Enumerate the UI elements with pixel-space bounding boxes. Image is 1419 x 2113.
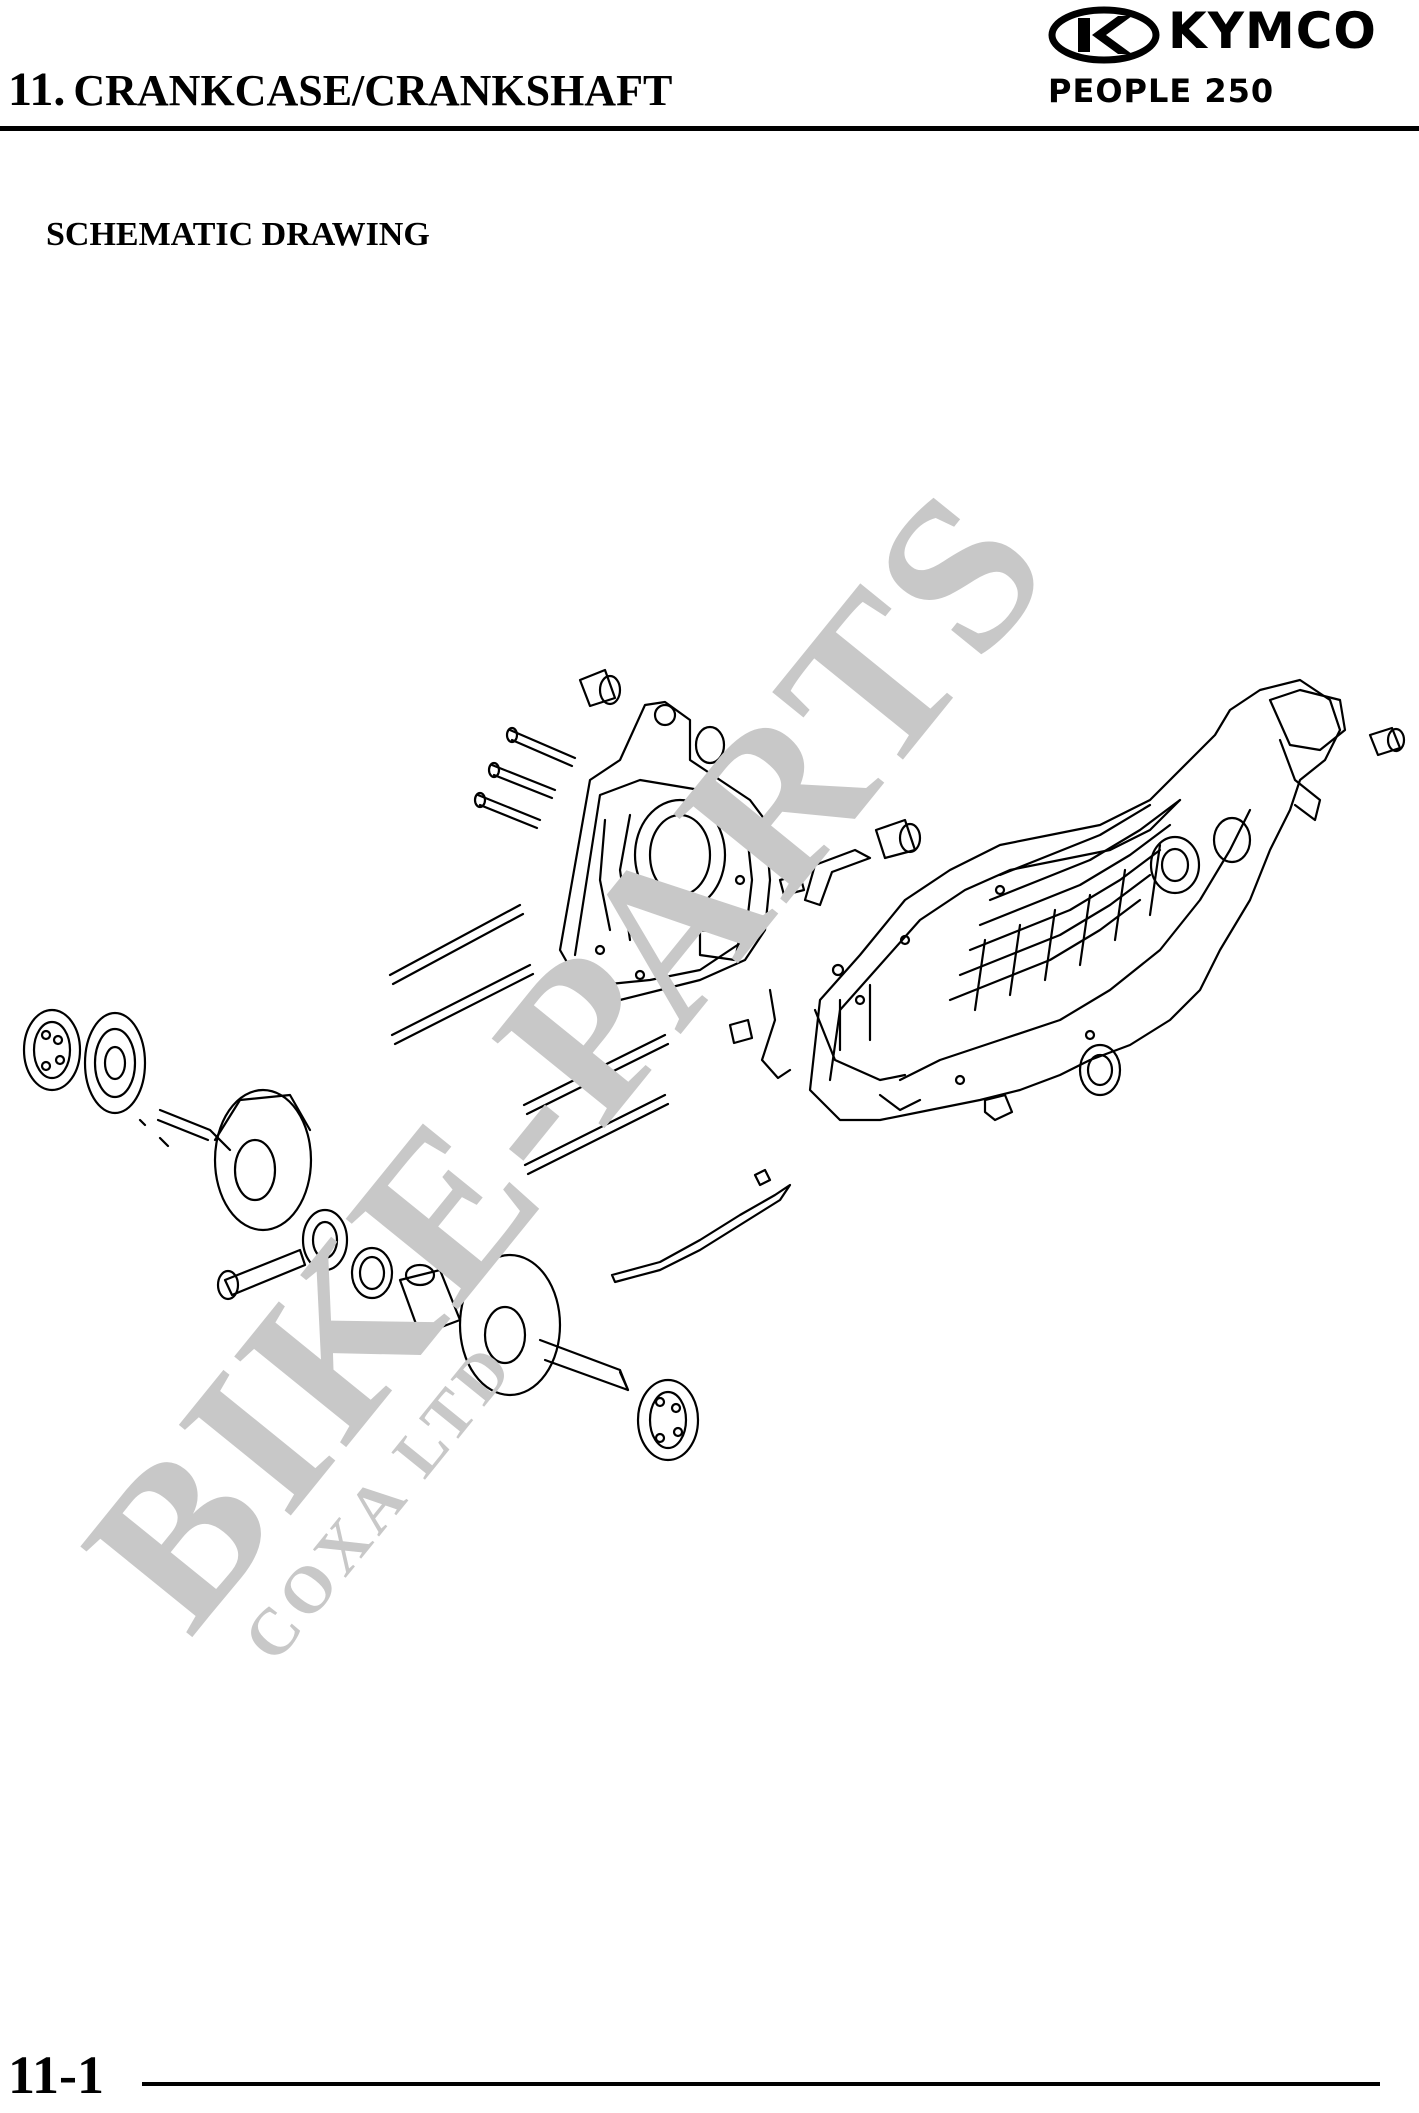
oil-seal-left	[83, 1011, 147, 1115]
right-crankcase-half	[808, 678, 1347, 1122]
section-heading: SCHEMATIC DRAWING	[46, 216, 430, 253]
oil-seal-right	[1078, 1043, 1122, 1097]
chapter-heading: 11.CRANKCASE/CRANKSHAFT	[8, 62, 672, 117]
chapter-title: CRANKCASE/CRANKSHAFT	[73, 66, 673, 115]
crank-web-left	[156, 1088, 313, 1232]
chapter-number: 11.	[8, 63, 66, 116]
short-bolts	[473, 726, 577, 830]
bushing-top-left	[578, 668, 622, 708]
long-studs	[388, 903, 670, 1176]
tensioner-slider	[610, 1183, 792, 1284]
bearing-right	[636, 1378, 700, 1462]
bearing-left	[22, 1008, 82, 1092]
brand-name: KYMCO	[1168, 2, 1377, 60]
model-name: PEOPLE 250	[1048, 72, 1275, 110]
bushing-middle	[874, 818, 922, 860]
gasket-clip	[803, 848, 872, 907]
kymco-logo-icon	[1048, 6, 1160, 64]
page-number: 11-1	[8, 2045, 105, 2105]
bushing-top-right	[1368, 726, 1406, 757]
exploded-schematic-drawing	[22, 668, 1406, 1462]
connecting-rod	[216, 1208, 349, 1301]
header-rule	[0, 126, 1419, 131]
footer-rule	[142, 2082, 1380, 2086]
crank-pin-bearing	[350, 1246, 394, 1300]
left-crankcase-half	[558, 700, 772, 1002]
crank-pin	[398, 1263, 462, 1337]
crank-web-right	[458, 1253, 630, 1397]
drain-bolt	[983, 1093, 1014, 1122]
